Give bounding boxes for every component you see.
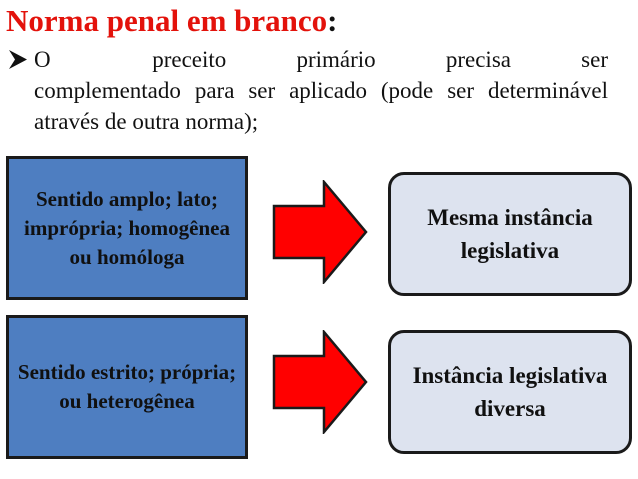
broad-sense-box: Sentido amplo; lato; imprópria; homogêne…: [6, 156, 248, 300]
right-arrow-icon: [272, 330, 368, 434]
same-instance-text: Mesma instância legislativa: [427, 205, 593, 263]
right-arrow-icon: [272, 180, 368, 284]
bullet-rest: complementado para ser aplicado (pode se…: [34, 78, 608, 134]
broad-sense-text: Sentido amplo; lato; imprópria; homogêne…: [24, 186, 230, 269]
different-instance-box: Instância legislativa diversa: [388, 330, 632, 454]
strict-sense-box: Sentido estrito; própria; ou heterogênea: [6, 315, 248, 459]
bullet-first-rest: preceito primário precisa ser: [152, 47, 608, 72]
different-instance-text: Instância legislativa diversa: [412, 363, 608, 421]
bullet-text: O preceito primário precisa ser compleme…: [34, 44, 608, 137]
same-instance-box: Mesma instância legislativa: [388, 172, 632, 296]
title-colon: :: [327, 3, 338, 38]
bullet-line-first: O preceito primário precisa ser: [34, 44, 608, 75]
bullet-paragraph: O preceito primário precisa ser compleme…: [6, 44, 608, 137]
strict-sense-text: Sentido estrito; própria; ou heterogênea: [17, 360, 237, 413]
arrowhead-bullet-icon: [9, 50, 27, 69]
page-title: Norma penal em branco:: [6, 2, 337, 40]
bullet-first-word: O: [34, 47, 51, 72]
title-text: Norma penal em branco: [6, 3, 328, 38]
